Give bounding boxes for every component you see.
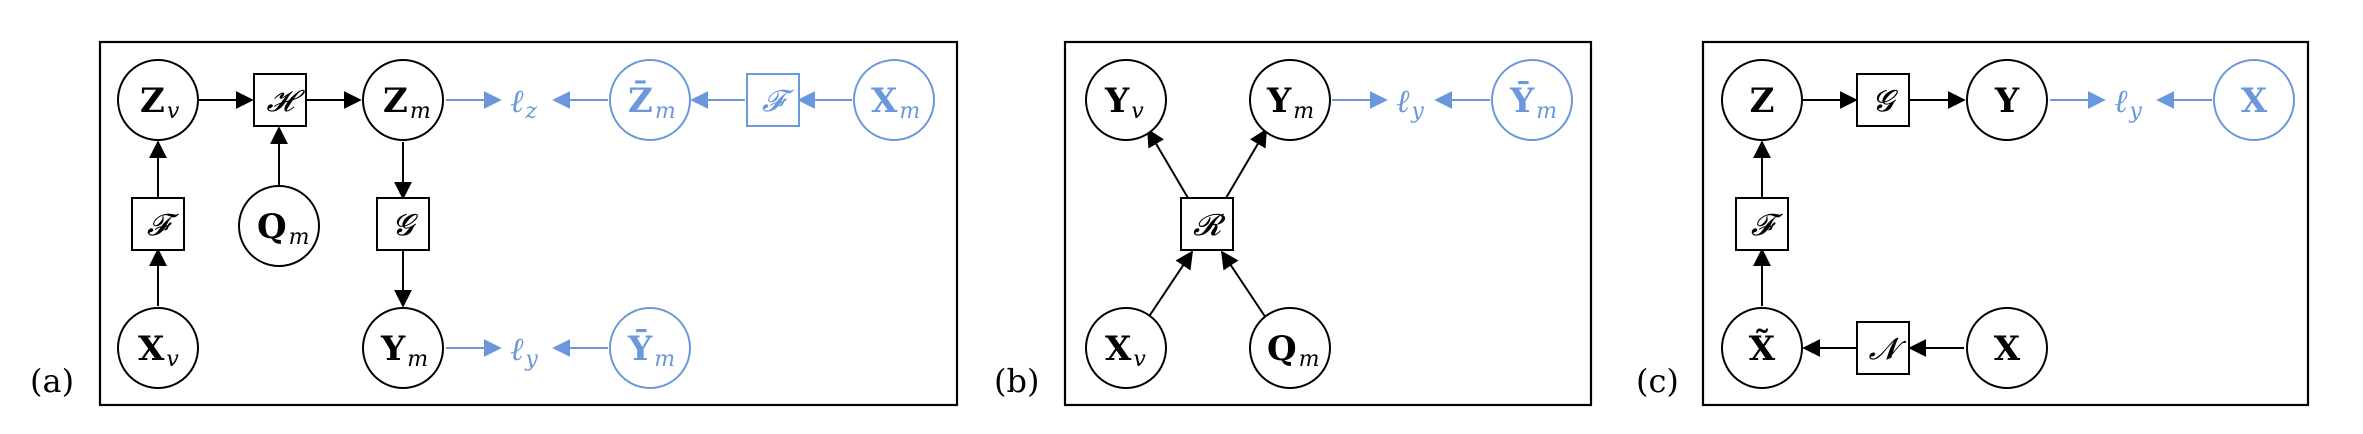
panel-a: (a) Zv 𝓗 Zm ℓz <box>30 40 959 407</box>
op-f-left-box: 𝓕 <box>131 197 185 251</box>
svg-text:Ym: Ym <box>1266 81 1314 124</box>
op-r-box: 𝓡 <box>1180 197 1234 251</box>
op-n-box: 𝓝 <box>1856 321 1910 375</box>
loss-ly-c: ℓy <box>2114 82 2142 124</box>
svg-text:Yv: Yv <box>1104 81 1144 124</box>
svg-text:Z̄m: Z̄m <box>628 80 676 124</box>
panel-b-label: (b) <box>994 362 1039 400</box>
svg-text:Ym: Ym <box>380 329 428 372</box>
edge-r-to-yv <box>1147 128 1189 199</box>
panel-c-label: (c) <box>1636 362 1679 400</box>
panel-c-frame <box>1701 40 2310 407</box>
svg-text:𝓡: 𝓡 <box>1193 208 1226 243</box>
svg-text:X: X <box>1994 329 2021 369</box>
svg-text:Y: Y <box>1994 81 2020 121</box>
op-f-right-box: 𝓕 <box>746 73 800 127</box>
svg-text:Xm: Xm <box>871 81 920 124</box>
svg-text:Z: Z <box>1750 81 1775 121</box>
node-zbar-m: Z̄m <box>609 59 691 141</box>
panel-b: (b) Yv Ym ℓy Ȳm 𝓡 <box>994 40 1593 407</box>
node-ybar-m-b: Ȳm <box>1491 59 1573 141</box>
panel-a-label: (a) <box>30 362 74 400</box>
svg-text:ℓy: ℓy <box>1396 82 1424 124</box>
op-g-box: 𝓖 <box>376 197 430 251</box>
node-ybar-m: Ȳm <box>609 307 691 389</box>
svg-text:Ȳm: Ȳm <box>627 329 675 372</box>
node-xm: Xm <box>853 59 935 141</box>
node-zv: Zv <box>117 59 199 141</box>
node-x: X <box>1966 307 2048 389</box>
node-yv: Yv <box>1085 59 1167 141</box>
svg-text:Qm: Qm <box>257 207 310 250</box>
node-x-tilde: X̃ <box>1721 307 1803 389</box>
op-g-box-c: 𝓖 <box>1856 73 1910 127</box>
panel-a-frame <box>98 40 959 407</box>
op-h-box: 𝓗 <box>253 73 307 127</box>
edge-xv-to-r <box>1147 250 1193 319</box>
node-ym: Ym <box>362 307 444 389</box>
node-qm-b: Qm <box>1249 307 1331 389</box>
svg-text:ℓy: ℓy <box>2114 82 2142 124</box>
svg-text:Zm: Zm <box>383 81 431 124</box>
loss-ly-b: ℓy <box>1396 82 1424 124</box>
op-f-box-c: 𝓕 <box>1735 197 1789 251</box>
panel-c: (c) Z 𝓖 Y ℓy X <box>1636 40 2310 407</box>
node-z: Z <box>1721 59 1803 141</box>
svg-text:Qm: Qm <box>1267 329 1320 372</box>
node-xv-b: Xv <box>1085 307 1167 389</box>
svg-text:Ȳm: Ȳm <box>1509 81 1557 124</box>
edge-r-to-ym <box>1225 128 1267 199</box>
loss-ly-a: ℓy <box>510 330 538 372</box>
svg-text:X̃: X̃ <box>1749 329 1776 369</box>
svg-text:ℓz: ℓz <box>510 82 537 124</box>
svg-text:X: X <box>2241 81 2268 121</box>
loss-lz: ℓz <box>510 82 537 124</box>
svg-text:Xv: Xv <box>1105 329 1146 372</box>
svg-text:Xv: Xv <box>138 329 179 372</box>
node-qm: Qm <box>238 185 320 267</box>
svg-text:ℓy: ℓy <box>510 330 538 372</box>
node-zm: Zm <box>362 59 444 141</box>
svg-text:Zv: Zv <box>140 81 180 124</box>
panel-b-frame <box>1063 40 1593 407</box>
node-xv: Xv <box>117 307 199 389</box>
node-ym-b: Ym <box>1249 59 1331 141</box>
node-x-target: X <box>2213 59 2295 141</box>
node-y: Y <box>1966 59 2048 141</box>
edge-qm-to-r <box>1221 250 1267 319</box>
